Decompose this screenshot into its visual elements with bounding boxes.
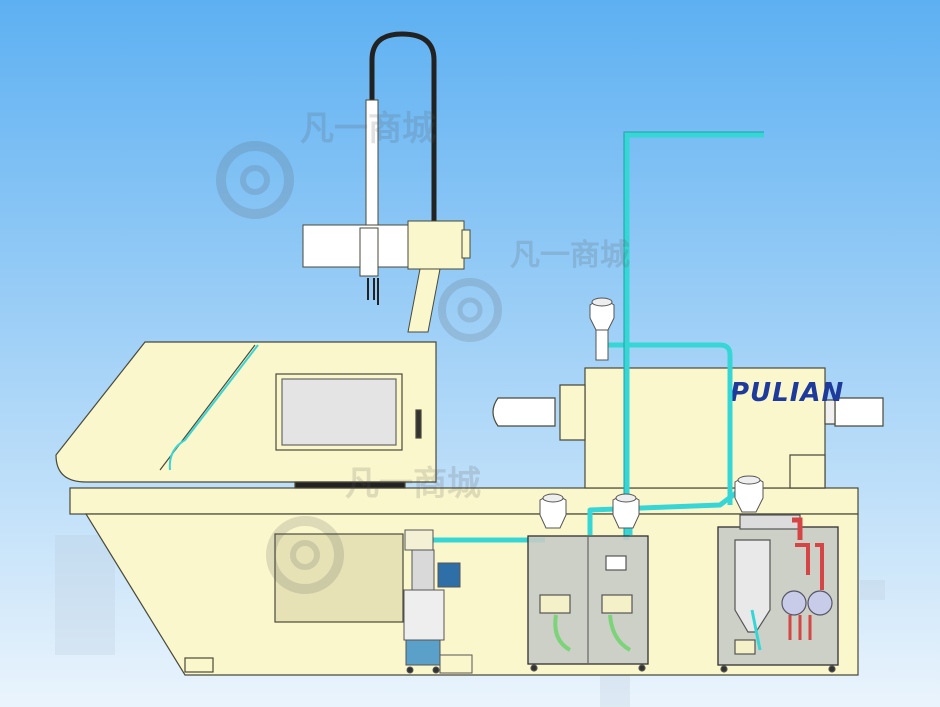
clamp-unit (55, 341, 437, 489)
base-access-panel (274, 533, 404, 623)
hopper-dryer-right (612, 493, 640, 529)
hopper-chiller (734, 475, 764, 513)
main-supply-pipe (624, 132, 764, 540)
bearing-logo-icon (266, 516, 344, 594)
robot-arm-icon (302, 31, 471, 333)
ghost-shapes (55, 535, 885, 707)
granulator-icon (403, 529, 473, 674)
conveying-pipes (413, 132, 764, 543)
hopper-loader-icon (539, 297, 764, 529)
robot-head (407, 220, 465, 270)
hopper-feed-pipe (600, 342, 733, 505)
watermark-text-1: 凡一商城 (300, 109, 436, 149)
base-foot-left (184, 657, 214, 673)
nozzle-block (559, 384, 586, 441)
machine-base (69, 487, 859, 676)
clamp-window (281, 378, 397, 446)
granulator-motor (437, 562, 461, 588)
bearing-logo-icon (216, 141, 294, 219)
nozzle-left (492, 397, 556, 427)
clamp-door-handle (415, 409, 422, 439)
chiller-unit-icon (717, 514, 839, 673)
watermark-text-3: 凡一商城 (345, 464, 481, 504)
watermark-text-2: 凡一商城 (510, 238, 630, 273)
hopper-top (589, 297, 615, 361)
robot-arm-link (407, 268, 441, 333)
dryer-unit-icon (527, 535, 649, 672)
bearing-logo-icon (438, 278, 502, 342)
dryer-link-pipe (587, 488, 742, 535)
dryer-panel (605, 555, 627, 571)
watermark: 凡一商城 凡一商城 凡一商城 (216, 109, 630, 594)
clamp-rail (294, 481, 406, 489)
robot-carriage (302, 224, 409, 268)
hopper-dryer-left (539, 493, 567, 529)
brand-logo: PULIAN (730, 378, 844, 408)
